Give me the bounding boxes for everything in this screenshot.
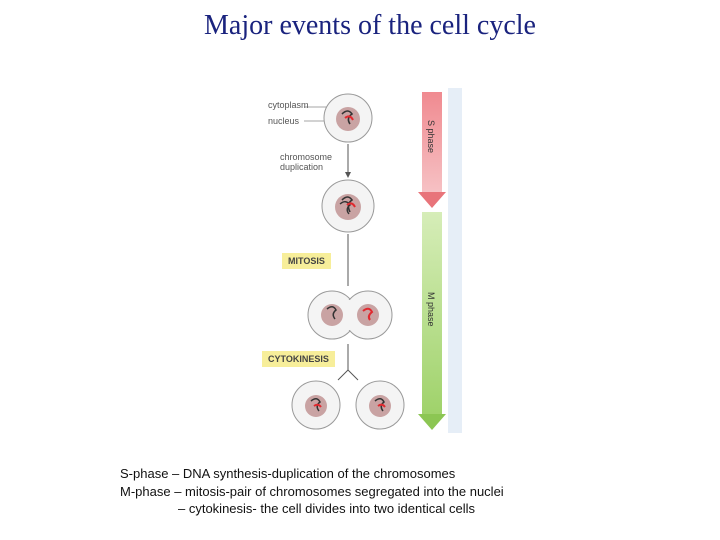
caption: S-phase – DNA synthesis-duplication of t… [120,465,680,518]
s-phase-label: S phase [426,120,436,154]
caption-line-m-phase: M-phase – mitosis-pair of chromosomes se… [120,483,504,499]
m-phase-arrow [418,212,446,430]
daughter-cell-left [291,380,341,430]
m-phase-label: M phase [426,292,436,327]
cell-interphase [323,93,373,143]
flow-arrow-1 [345,144,351,178]
cytokinesis-tag: CYTOKINESIS [262,351,335,367]
label-duplication: duplication [280,162,324,172]
cell-mitosis [307,290,393,340]
cell-duplicated [321,179,375,233]
cell-cycle-illustration [291,88,462,433]
label-cytoplasm: cytoplasm [268,100,309,110]
phase-strip-background [448,88,462,433]
daughter-cell-right [355,380,405,430]
label-nucleus: nucleus [268,116,300,126]
label-chromosome: chromosome [280,152,333,162]
s-phase-arrow [418,92,446,208]
caption-line-cytokinesis: – cytokinesis- the cell divides into two… [178,501,475,516]
cell-cycle-diagram: cytoplasm nucleus chromosome duplication… [262,88,466,436]
flow-arrow-split [337,344,359,381]
mitosis-tag: MITOSIS [282,253,331,269]
caption-line-s-phase: S-phase – DNA synthesis-duplication of t… [120,466,456,481]
page-title: Major events of the cell cycle [204,10,536,41]
